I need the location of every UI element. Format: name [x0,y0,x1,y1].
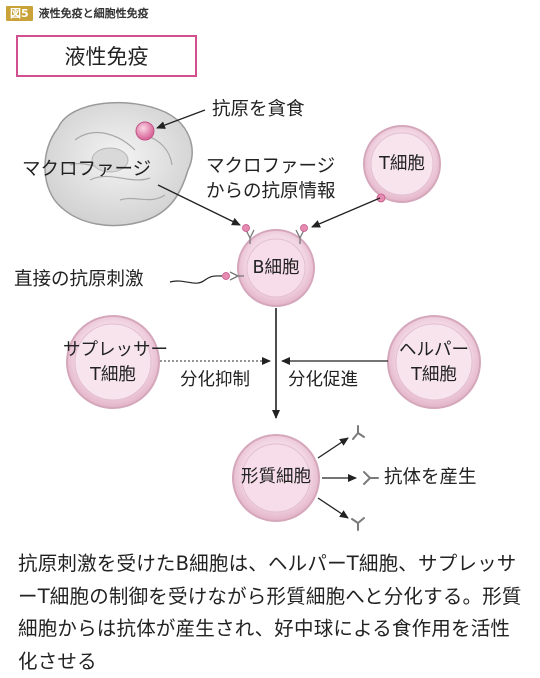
diagram-title: 液性免疫 [16,35,197,77]
macrophage-cell [44,101,193,227]
t-to-b-arrow [311,197,381,228]
description-text: 抗原刺激を受けたB細胞は、ヘルパーT細胞、サプレッサーT細胞の制御を受けながら形… [18,552,522,673]
immune-diagram [44,101,481,531]
antibody-icon [351,517,365,531]
figure-tag: 図5 [6,5,33,21]
macrophage-to-b-arrow [157,184,241,226]
helper-t-cell [387,315,481,409]
antibody-icon [363,471,379,485]
suppressor-label-line2: T細胞 [90,365,136,385]
direct-stimulus-label: 直接の抗原刺激 [14,269,144,290]
macrophage-label: マクロファージ [22,159,152,180]
antibody-production-label: 抗体を産生 [384,467,477,488]
macrophage-info-line1: マクロファージ [206,156,336,177]
diff-promote-label: 分化促進 [288,370,358,390]
diff-suppress-label: 分化抑制 [180,370,250,390]
plasma-cell-label: 形質細胞 [241,467,311,487]
macrophage-info-line2: からの抗原情報 [206,181,336,202]
antibody-arrow-up [317,437,349,459]
antigen-pointer-arrow [156,109,206,129]
helper-label-line1: ヘルパー [399,340,469,360]
b-cell [222,224,315,307]
antibody-icon [352,425,365,440]
t-cell-label: T細胞 [379,154,425,174]
direct-stimulus-connector [169,275,223,284]
figure-caption: 液性免疫と細胞性免疫 [38,7,149,20]
figure-header: 図5 液性免疫と細胞性免疫 [6,5,149,21]
b-cell-label: B細胞 [252,258,300,278]
antigen-phagocytosis-label: 抗原を貪食 [212,99,305,120]
antibody-arrow-down [317,497,349,519]
helper-label-line2: T細胞 [411,365,457,385]
plasma-cell [232,434,320,522]
suppressor-t-cell [66,315,160,409]
suppressor-label-line1: サプレッサー [63,340,168,360]
t-cell [363,125,441,203]
antigen-particle [135,121,155,141]
